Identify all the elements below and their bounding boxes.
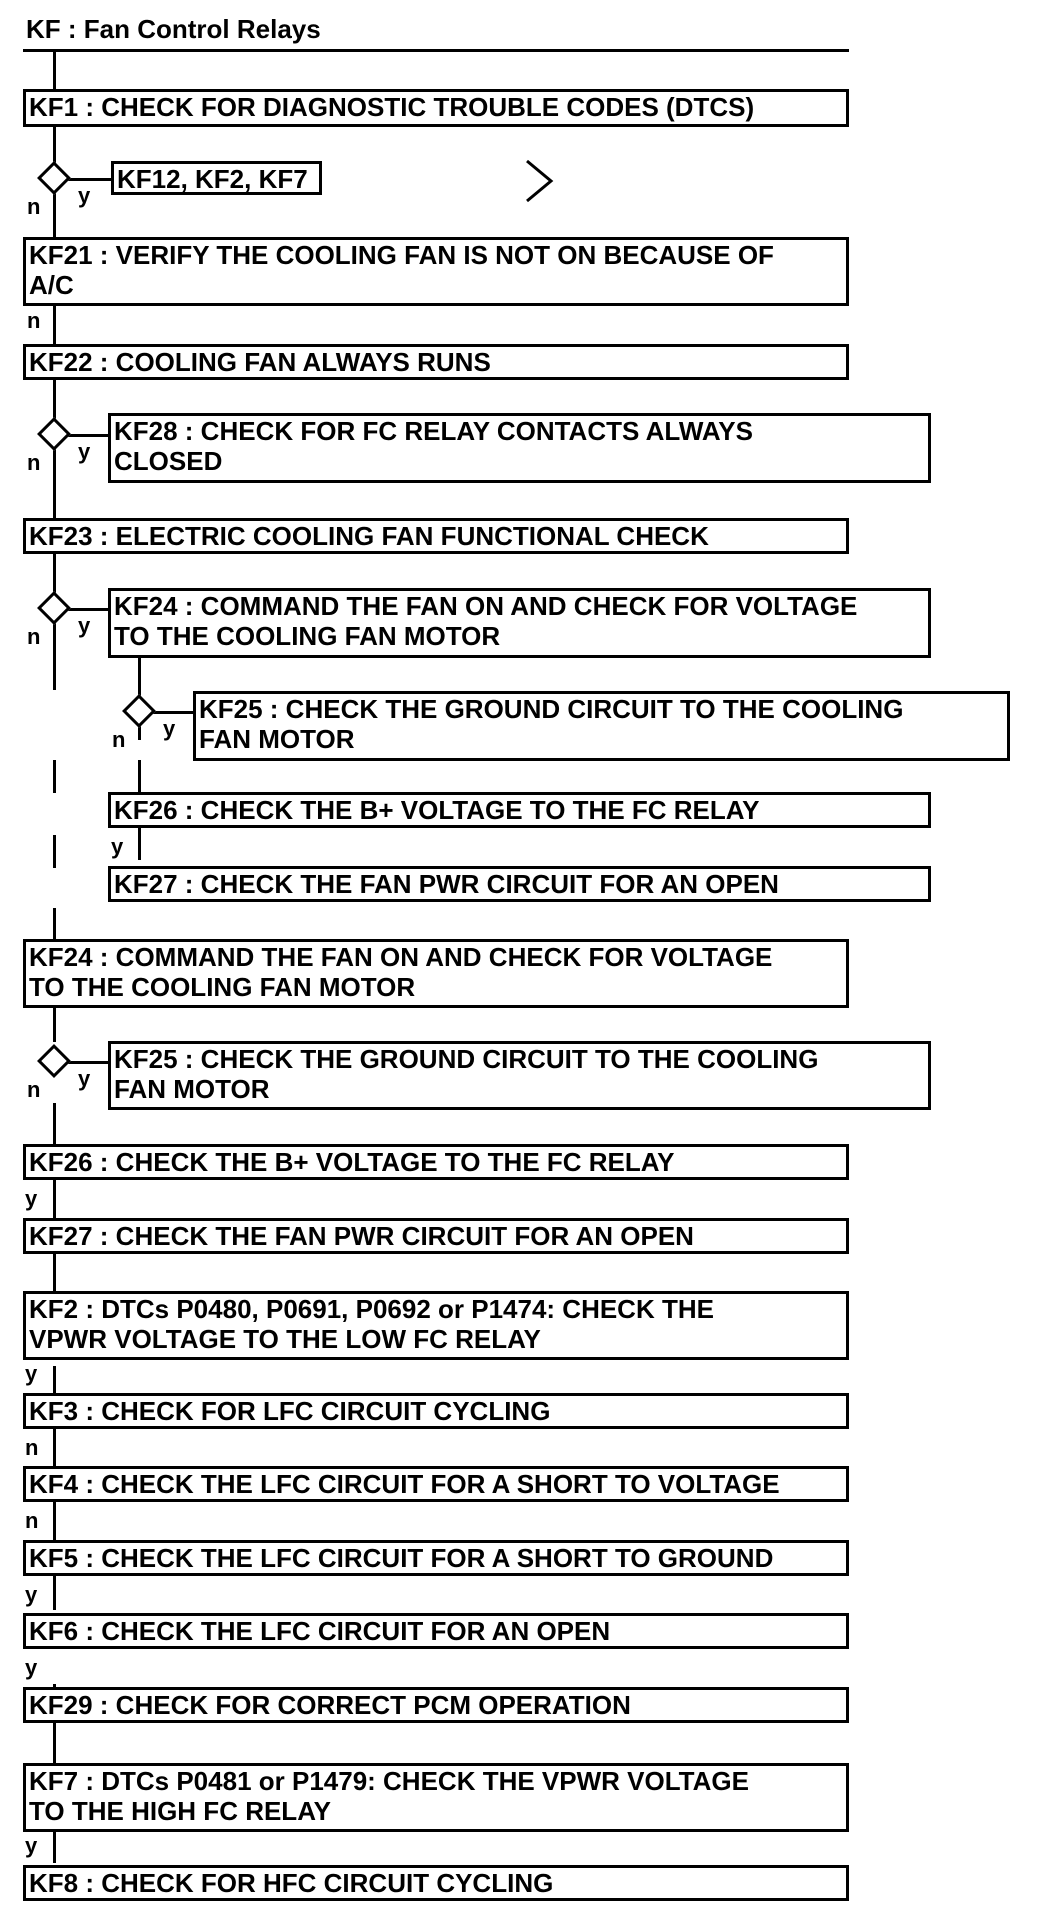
connector-line <box>55 608 111 611</box>
connector-line <box>140 711 196 714</box>
step-kf25-branch: KF25 : CHECK THE GROUND CIRCUIT TO THE C… <box>193 691 1010 761</box>
decision-node <box>37 591 71 625</box>
step-kf4: KF4 : CHECK THE LFC CIRCUIT FOR A SHORT … <box>23 1466 849 1502</box>
step-kf6: KF6 : CHECK THE LFC CIRCUIT FOR AN OPEN <box>23 1613 849 1649</box>
yes-label: y <box>25 1186 38 1211</box>
connector-line <box>53 1684 56 1804</box>
step-kf26: KF26 : CHECK THE B+ VOLTAGE TO THE FC RE… <box>23 1144 849 1180</box>
step-kf2: KF2 : DTCs P0480, P0691, P0692 or P1474:… <box>23 1291 849 1360</box>
no-label: n <box>27 450 41 475</box>
no-label: n <box>27 1077 41 1102</box>
connector-line <box>55 434 111 437</box>
step-kf27-branch: KF27 : CHECK THE FAN PWR CIRCUIT FOR AN … <box>108 866 931 902</box>
yes-label: y <box>25 1833 38 1858</box>
decision-node <box>122 694 156 728</box>
connector-line <box>53 1103 56 1293</box>
yes-label: y <box>78 613 91 638</box>
step-kf23: KF23 : ELECTRIC COOLING FAN FUNCTIONAL C… <box>23 518 849 554</box>
connector-gap <box>50 690 59 760</box>
step-kf21: KF21 : VERIFY THE COOLING FAN IS NOT ON … <box>23 237 849 306</box>
step-kf5: KF5 : CHECK THE LFC CIRCUIT FOR A SHORT … <box>23 1540 849 1576</box>
step-kf24-branch: KF24 : COMMAND THE FAN ON AND CHECK FOR … <box>108 588 931 658</box>
step-kf24: KF24 : COMMAND THE FAN ON AND CHECK FOR … <box>23 939 849 1008</box>
flowchart-header: KF : Fan Control Relays <box>23 14 849 52</box>
step-kf27: KF27 : CHECK THE FAN PWR CIRCUIT FOR AN … <box>23 1218 849 1254</box>
step-kf22: KF22 : COOLING FAN ALWAYS RUNS <box>23 344 849 380</box>
yes-label: y <box>78 1066 91 1091</box>
yes-label: y <box>25 1655 38 1680</box>
step-kf8: KF8 : CHECK FOR HFC CIRCUIT CYCLING <box>23 1865 849 1901</box>
connector-line <box>53 1806 56 1863</box>
connector-line <box>55 178 115 181</box>
no-label: n <box>25 1508 39 1533</box>
yes-label: y <box>111 834 124 859</box>
decision-node <box>37 161 71 195</box>
connector-gap <box>50 793 59 835</box>
no-label: n <box>27 624 41 649</box>
yes-label: y <box>25 1361 38 1386</box>
decision-node <box>37 417 71 451</box>
no-label: n <box>27 194 41 219</box>
step-kf25: KF25 : CHECK THE GROUND CIRCUIT TO THE C… <box>108 1041 931 1110</box>
yes-label: y <box>25 1582 38 1607</box>
step-kf7: KF7 : DTCs P0481 or P1479: CHECK THE VPW… <box>23 1763 849 1832</box>
connector-line <box>55 1061 111 1064</box>
decision-node <box>37 1044 71 1078</box>
yes-label: y <box>78 183 91 208</box>
no-label: n <box>25 1435 39 1460</box>
step-kf26-branch: KF26 : CHECK THE B+ VOLTAGE TO THE FC RE… <box>108 792 931 828</box>
connector-gap <box>135 740 144 760</box>
no-label: n <box>27 308 41 333</box>
step-kf29: KF29 : CHECK FOR CORRECT PCM OPERATION <box>23 1687 849 1723</box>
step-kf1: KF1 : CHECK FOR DIAGNOSTIC TROUBLE CODES… <box>23 89 849 127</box>
step-kf-links: KF12, KF2, KF7 <box>111 161 322 195</box>
step-kf3: KF3 : CHECK FOR LFC CIRCUIT CYCLING <box>23 1393 849 1429</box>
connector-gap <box>50 868 59 908</box>
step-kf28: KF28 : CHECK FOR FC RELAY CONTACTS ALWAY… <box>108 413 931 483</box>
chevron-right-icon <box>526 159 554 203</box>
yes-label: y <box>163 716 176 741</box>
no-label: n <box>112 727 126 752</box>
yes-label: y <box>78 439 91 464</box>
